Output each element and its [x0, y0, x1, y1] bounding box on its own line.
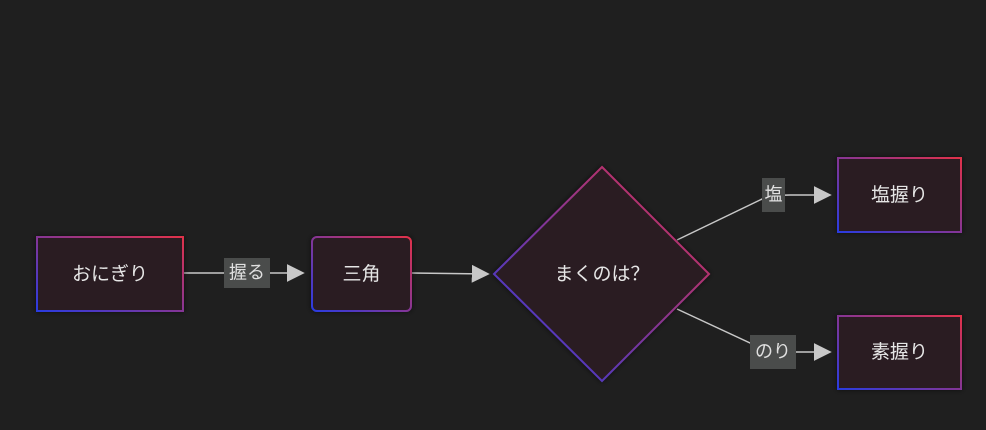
node-shio-label: 塩握り [871, 184, 928, 206]
node-decision[interactable]: まくのは？ [492, 165, 711, 383]
edge-decision-to-shio: 塩 [676, 178, 832, 241]
node-shio-nigiri[interactable]: 塩握り [837, 157, 962, 233]
node-onigiri[interactable]: おにぎり [36, 236, 184, 312]
edge-onigiri-to-sankaku: 握る [183, 258, 305, 288]
edge-sankaku-to-decision [410, 264, 490, 283]
node-decision-label: まくのは？ [554, 263, 649, 285]
edge-label-shio: 塩 [765, 185, 783, 206]
node-su-nigiri[interactable]: 素握り [837, 315, 962, 390]
edge-label-nori: のり [755, 342, 791, 363]
node-su-label: 素握り [871, 341, 928, 363]
node-onigiri-label: おにぎり [72, 263, 148, 285]
edge-label-nigiru: 握る [229, 263, 265, 284]
edge-decision-to-su: のり [676, 308, 832, 369]
node-sankaku-label: 三角 [342, 263, 380, 285]
node-sankaku[interactable]: 三角 [311, 236, 412, 312]
